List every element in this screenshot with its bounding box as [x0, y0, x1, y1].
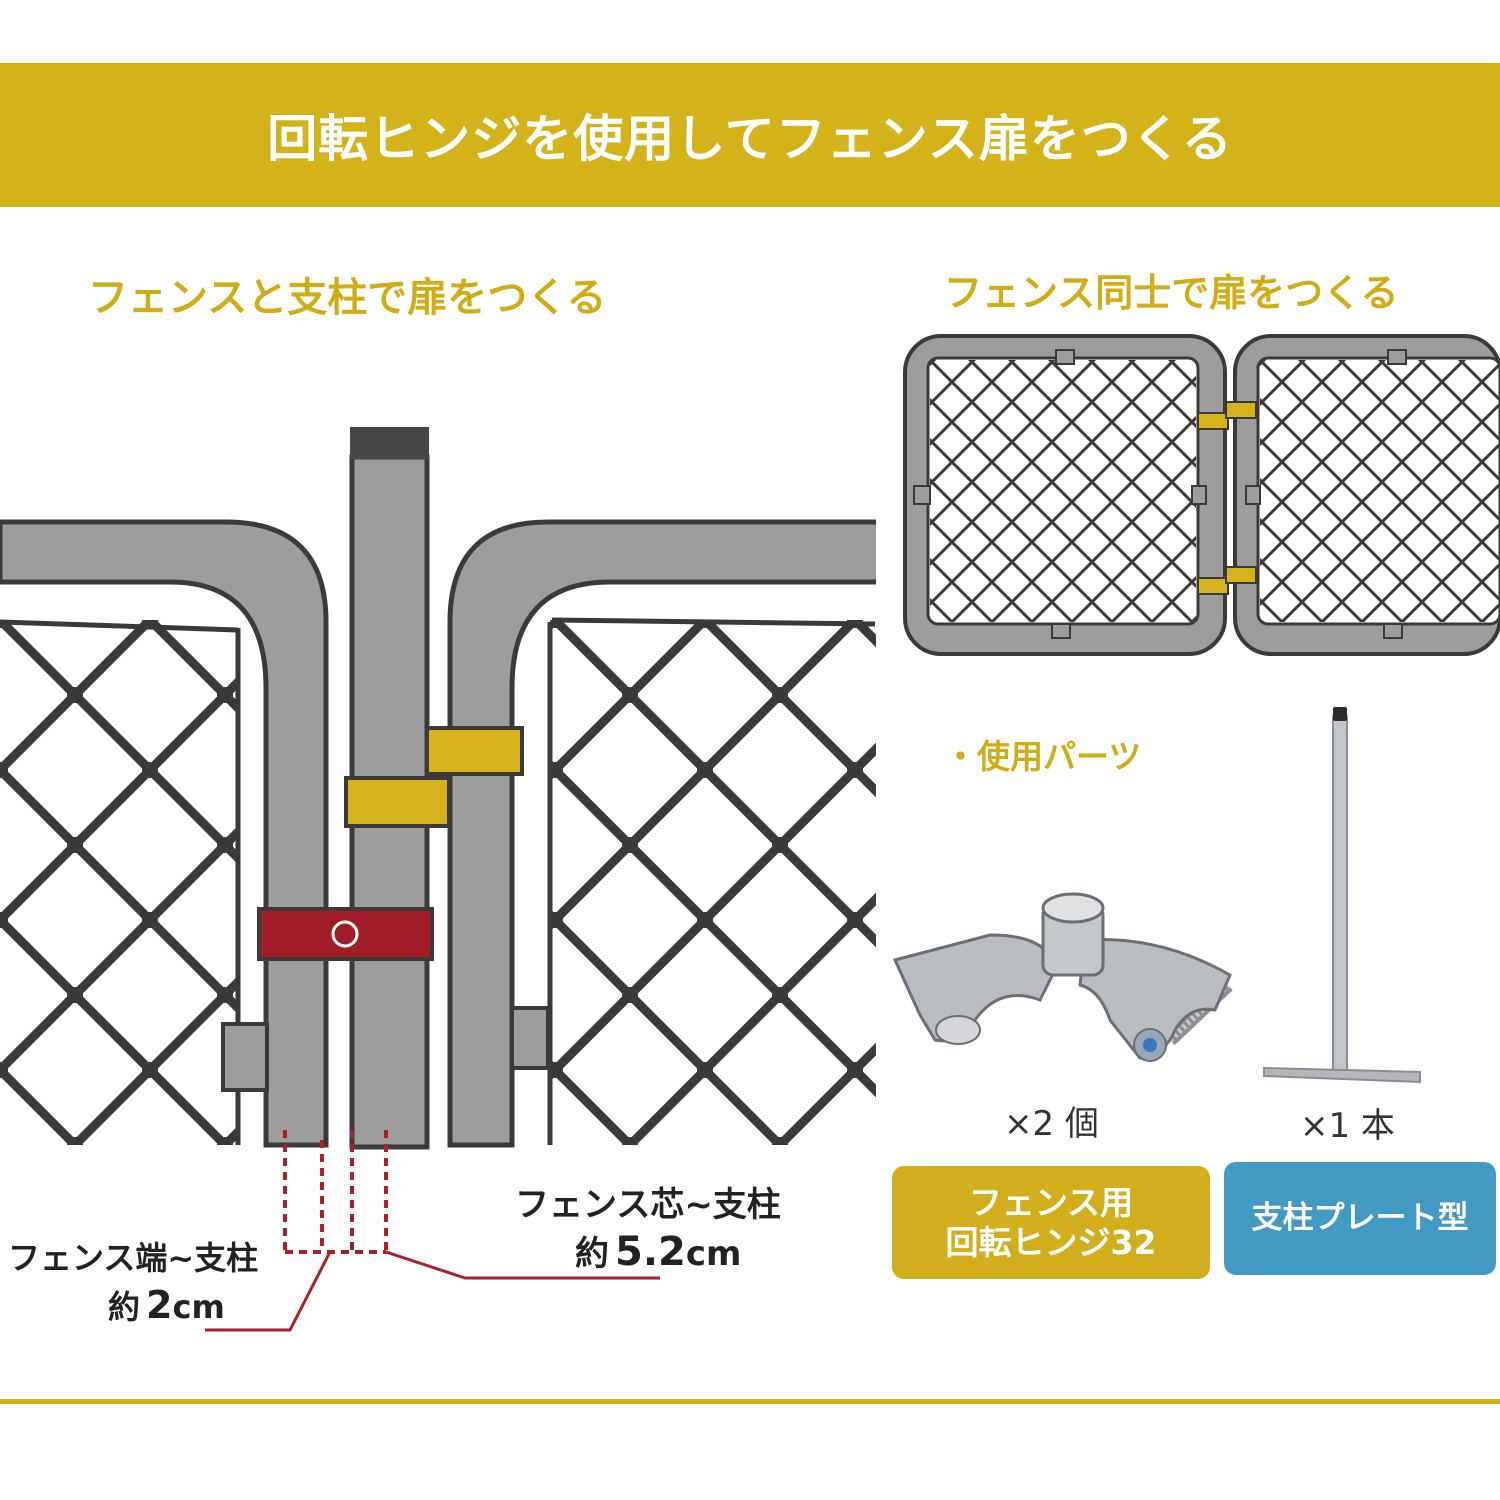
center-leader [385, 1250, 660, 1280]
mini-hinge-1a [1197, 412, 1229, 430]
hinge-quantity: ×2 個 [1004, 1104, 1099, 1144]
plate-name-line1: 支柱プレート型 [1251, 1199, 1469, 1236]
mini-hinge-2b [1225, 566, 1257, 584]
marker-circle [331, 920, 359, 948]
hinge-name-line2: 回転ヒンジ32 [945, 1222, 1157, 1262]
mini-hinge-2a [1197, 577, 1229, 595]
bottom-rule [0, 1399, 1500, 1404]
rotating-hinge-part [892, 892, 1233, 1062]
hinge-name-label: フェンス用 回転ヒンジ32 [892, 1166, 1210, 1279]
edge-dimension-label: フェンス端~支柱 [8, 1239, 259, 1277]
title-banner: 回転ヒンジを使用してフェンス扉をつくる [0, 63, 1500, 207]
plate-quantity: ×1 本 [1300, 1106, 1395, 1146]
plate-name-label: 支柱プレート型 [1224, 1162, 1496, 1275]
panel-right-mesh [1260, 360, 1500, 622]
post-cap [350, 427, 429, 459]
red-marker [257, 907, 434, 961]
double-fence-diagram [903, 334, 1500, 656]
right-section-heading: フェンス同士で扉をつくる [944, 271, 1399, 315]
right-fence-mesh [550, 620, 876, 1145]
hinge-upper [425, 726, 524, 776]
hinge-lower [344, 776, 451, 828]
fence-post-diagram [0, 427, 876, 1332]
left-section-heading: フェンスと支柱で扉をつくる [88, 275, 607, 321]
page-title: 回転ヒンジを使用してフェンス扉をつくる [267, 110, 1233, 168]
left-fence-frame [0, 519, 329, 1148]
left-fence-mesh [0, 620, 240, 1145]
edge-leader [205, 1251, 332, 1332]
center-dimension-label: フェンス芯~支柱 [515, 1185, 781, 1225]
panel-left-mesh [930, 360, 1196, 622]
right-fence-frame [447, 519, 876, 1148]
hinge-name-line1: フェンス用 [968, 1182, 1134, 1222]
post-plate-part [1263, 707, 1421, 1084]
mini-hinge-1b [1225, 401, 1257, 419]
dimension-lines [283, 1130, 388, 1254]
parts-heading: ・使用パーツ [944, 737, 1142, 776]
